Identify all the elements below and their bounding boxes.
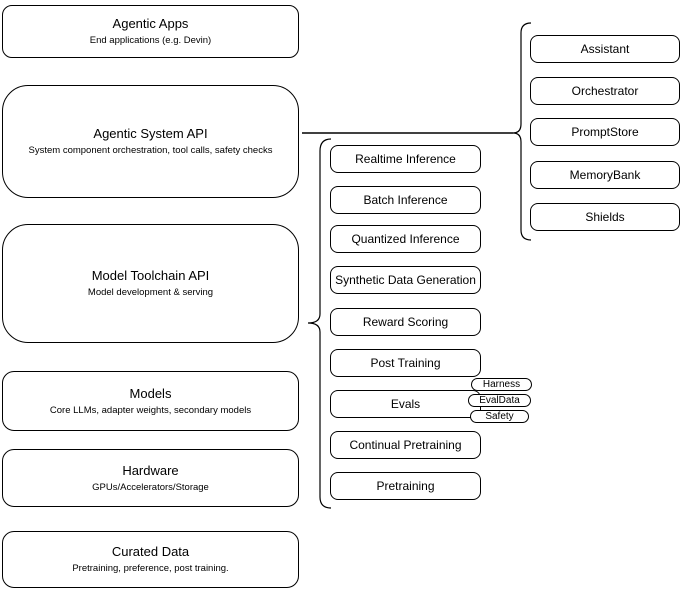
node-label: Assistant [580, 42, 630, 56]
node-reward-scoring: Reward Scoring [330, 308, 481, 336]
node-label: Evals [390, 397, 421, 411]
node-title: Model Toolchain API [91, 268, 210, 283]
node-label: Continual Pretraining [349, 438, 462, 452]
node-shields: Shields [530, 203, 680, 231]
node-evals: Evals [330, 390, 481, 418]
pill-safety: Safety [470, 410, 529, 423]
node-label: Synthetic Data Generation [335, 273, 476, 287]
node-agentic-apps: Agentic Apps End applications (e.g. Devi… [2, 5, 299, 58]
node-agentic-system-api: Agentic System API System component orch… [2, 85, 299, 198]
node-realtime-inference: Realtime Inference [330, 145, 481, 173]
node-label: Realtime Inference [355, 152, 456, 166]
node-subtitle: Model development & serving [87, 287, 214, 298]
middle-group-brace [307, 138, 332, 509]
node-label: Quantized Inference [351, 232, 460, 246]
node-subtitle: GPUs/Accelerators/Storage [92, 481, 209, 493]
right-group-brace [512, 22, 532, 241]
pill-harness: Harness [471, 378, 532, 391]
pill-label: EvalData [479, 395, 520, 406]
node-label: Batch Inference [363, 193, 448, 207]
node-subtitle: Pretraining, preference, post training. [72, 563, 229, 574]
node-pretraining: Pretraining [330, 472, 481, 500]
node-post-training: Post Training [330, 349, 481, 377]
node-label: Reward Scoring [362, 315, 449, 329]
node-subtitle: System component orchestration, tool cal… [28, 145, 273, 156]
node-title: Hardware [122, 462, 179, 478]
node-title: Curated Data [111, 544, 190, 559]
node-subtitle: Core LLMs, adapter weights, secondary mo… [49, 404, 252, 416]
node-model-toolchain-api: Model Toolchain API Model development & … [2, 224, 299, 343]
node-title: Agentic Apps [112, 16, 189, 31]
node-continual-pretraining: Continual Pretraining [330, 431, 481, 459]
node-quantized-inference: Quantized Inference [330, 225, 481, 253]
pill-label: Safety [485, 411, 514, 422]
node-subtitle: End applications (e.g. Devin) [89, 35, 212, 46]
node-memorybank: MemoryBank [530, 161, 680, 189]
node-promptstore: PromptStore [530, 118, 680, 146]
node-assistant: Assistant [530, 35, 680, 63]
node-label: MemoryBank [569, 168, 641, 182]
pill-evaldata: EvalData [468, 394, 531, 407]
node-label: Orchestrator [571, 84, 639, 98]
node-batch-inference: Batch Inference [330, 186, 481, 214]
node-models: Models Core LLMs, adapter weights, secon… [2, 371, 299, 431]
node-synthetic-data-generation: Synthetic Data Generation [330, 266, 481, 294]
node-label: Shields [585, 210, 625, 224]
node-title: Models [129, 385, 172, 401]
node-label: PromptStore [571, 125, 639, 139]
node-curated-data: Curated Data Pretraining, preference, po… [2, 531, 299, 588]
pill-label: Harness [482, 379, 521, 390]
node-label: Post Training [370, 356, 441, 370]
node-hardware: Hardware GPUs/Accelerators/Storage [2, 449, 299, 507]
node-title: Agentic System API [93, 126, 208, 141]
node-label: Pretraining [376, 479, 435, 493]
node-orchestrator: Orchestrator [530, 77, 680, 105]
